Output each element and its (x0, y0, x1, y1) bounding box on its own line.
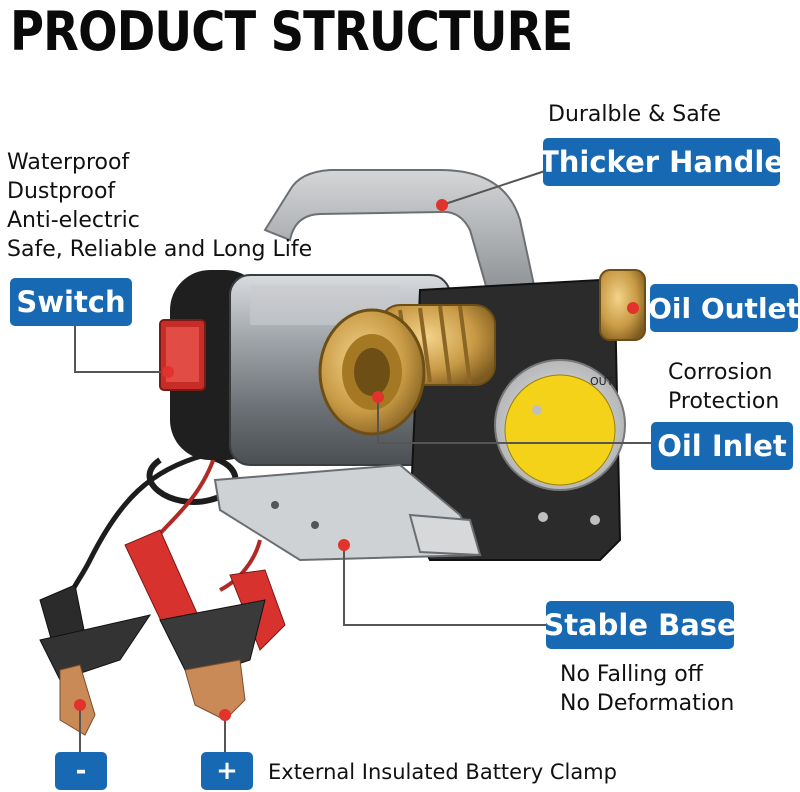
inlet-marker (372, 391, 384, 403)
outlet-marker (627, 302, 639, 314)
cable-loop (146, 452, 239, 505)
base-note-line: No Deformation (560, 691, 735, 716)
black-clamp (39, 584, 152, 736)
corrosion-note-line: Corrosion (668, 360, 773, 385)
handle (263, 169, 537, 302)
switch-callout-line (74, 320, 165, 373)
stable-base-tag: Stable Base (543, 601, 737, 649)
black-cable (67, 452, 206, 601)
switch-note-line: Safe, Reliable and Long Life (7, 237, 313, 262)
red-clamp (124, 529, 286, 721)
switch-marker (162, 366, 174, 378)
base-marker (338, 539, 350, 551)
thicker-handle-tag: Thicker Handle (539, 138, 784, 186)
switch-note-line: Waterproof (7, 150, 130, 175)
switch-notes: Waterproof Dustproof Anti-electric Safe,… (7, 148, 312, 264)
plus-tag: + (201, 752, 253, 790)
inlet-callout-line (377, 397, 652, 444)
switch-tag: Switch (10, 278, 132, 326)
plus-marker (219, 709, 231, 721)
base-callout-line (343, 545, 548, 626)
minus-tag: - (55, 752, 107, 790)
outlet-fitting (599, 269, 646, 341)
oil-outlet-tag: Oil Outlet (648, 284, 800, 332)
corrosion-note: Corrosion Protection (668, 358, 779, 416)
plate-text: OUT (590, 375, 614, 388)
clamp-note: External Insulated Battery Clamp (268, 760, 617, 784)
page-title: PRODUCT STRUCTURE (10, 0, 573, 63)
corrosion-note-line: Protection (668, 389, 780, 414)
base-note-line: No Falling off (560, 662, 703, 687)
handle-marker (436, 199, 448, 211)
minus-marker (74, 699, 86, 711)
oil-inlet-tag: Oil Inlet (651, 422, 793, 470)
switch-note-line: Anti-electric (7, 208, 140, 233)
handle-note: Duralble & Safe (548, 102, 722, 127)
handle-callout-line (441, 169, 549, 206)
switch-note-line: Dustproof (7, 179, 116, 204)
base-notes: No Falling off No Deformation (560, 660, 734, 718)
